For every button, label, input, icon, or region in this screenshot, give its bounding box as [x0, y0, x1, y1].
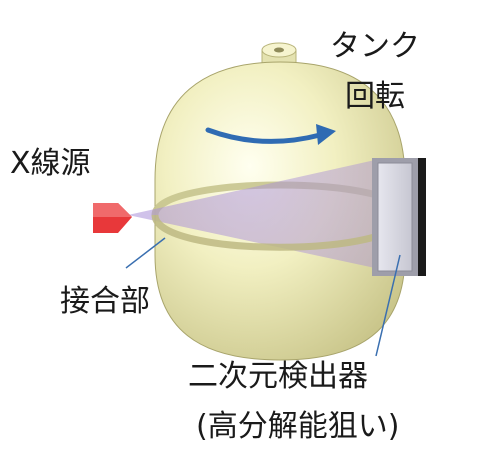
label-detector-line2: (高分解能狙い)	[196, 409, 400, 444]
x-ray-beam	[128, 160, 375, 268]
rotation-arrow	[205, 124, 336, 145]
detector-leader-line	[375, 254, 401, 357]
label-tank-rotation-line2: 回転	[345, 79, 405, 114]
label-x-ray-source: X線源	[10, 146, 91, 181]
label-detector-line1: 二次元検出器	[188, 359, 368, 394]
label-joint: 接合部	[60, 284, 150, 319]
label-tank-rotation-line1: タンク	[330, 29, 420, 64]
detector	[372, 158, 426, 276]
x-ray-source	[93, 203, 132, 233]
joint-leader-line	[125, 237, 166, 269]
